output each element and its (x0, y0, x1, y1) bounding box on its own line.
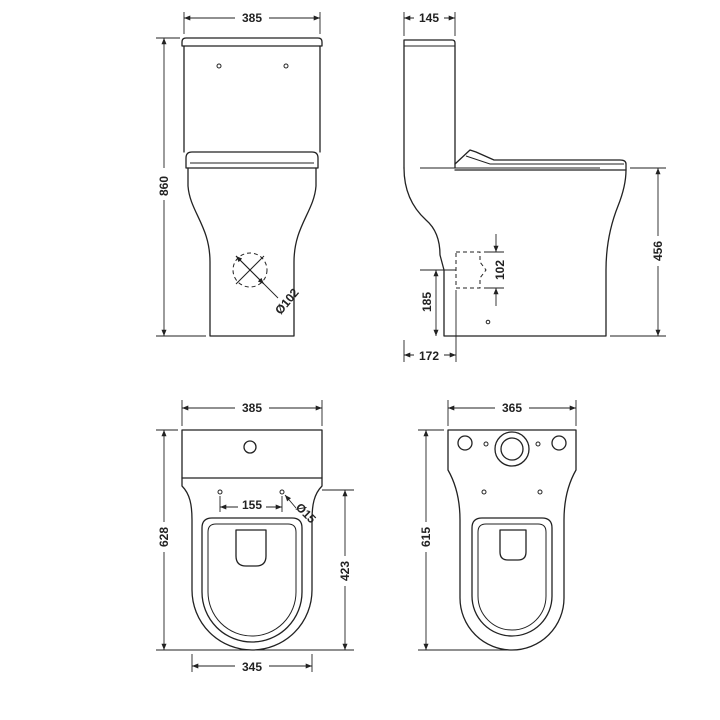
top-view: 385 155 Ø15 628 423 345 (156, 400, 354, 674)
front-cistern-fixing-right (283, 63, 289, 69)
side-outlet-diameter-label: 102 (493, 260, 507, 280)
front-width-label: 385 (242, 11, 262, 25)
front-view: 385 860 Ø102 (156, 10, 323, 337)
top-flush-button (243, 440, 257, 454)
underside-inlet-outer (494, 431, 530, 467)
underside-outline (447, 429, 577, 651)
top-fixing-diameter-label: Ø15 (293, 500, 319, 526)
top-bowl-opening (235, 529, 267, 567)
underside-view: 365 615 (418, 400, 577, 651)
underside-width-label: 365 (502, 401, 522, 415)
side-seat-lid (454, 149, 627, 171)
top-fixing-hole-right (279, 489, 285, 495)
side-cistern (403, 39, 456, 169)
underside-fixing-left (481, 489, 487, 495)
underside-small-hole-right (535, 441, 541, 447)
underside-inlet-inner (500, 437, 524, 461)
side-tank-depth-label: 145 (419, 11, 439, 25)
top-fixing-spacing-label: 155 (242, 498, 262, 512)
front-cistern-lid (181, 37, 323, 47)
side-view: 145 456 102 185 172 (403, 10, 666, 363)
front-seat (185, 151, 319, 169)
top-pan-depth-label: 423 (338, 561, 352, 581)
top-cistern (181, 429, 323, 479)
side-outlet (455, 251, 491, 325)
underside-fixing-right (537, 489, 543, 495)
top-width-label: 385 (242, 401, 262, 415)
underside-bowl-opening (499, 529, 527, 561)
front-bowl-pedestal (187, 167, 317, 337)
top-total-depth-label: 628 (157, 527, 171, 547)
underside-small-hole-left (483, 441, 489, 447)
front-outlet (232, 252, 279, 299)
underside-depth-label: 615 (419, 527, 433, 547)
top-base-width-label: 345 (242, 660, 262, 674)
top-pan-outline (181, 477, 323, 651)
front-outlet-label: Ø102 (272, 285, 302, 317)
underside-hole-right (551, 435, 567, 451)
underside-hole-left (457, 435, 473, 451)
top-seat-outline (201, 517, 303, 643)
side-bowl-profile (403, 167, 627, 337)
side-outlet-height-label: 185 (420, 292, 434, 312)
top-fixing-hole-left (217, 489, 223, 495)
side-seat-height-label: 456 (651, 241, 665, 261)
front-cistern-fixing-left (216, 63, 222, 69)
underside-seat-outline (471, 517, 553, 637)
side-outlet-offset-label: 172 (419, 349, 439, 363)
front-cistern-body (183, 45, 321, 153)
front-height-label: 860 (157, 176, 171, 196)
